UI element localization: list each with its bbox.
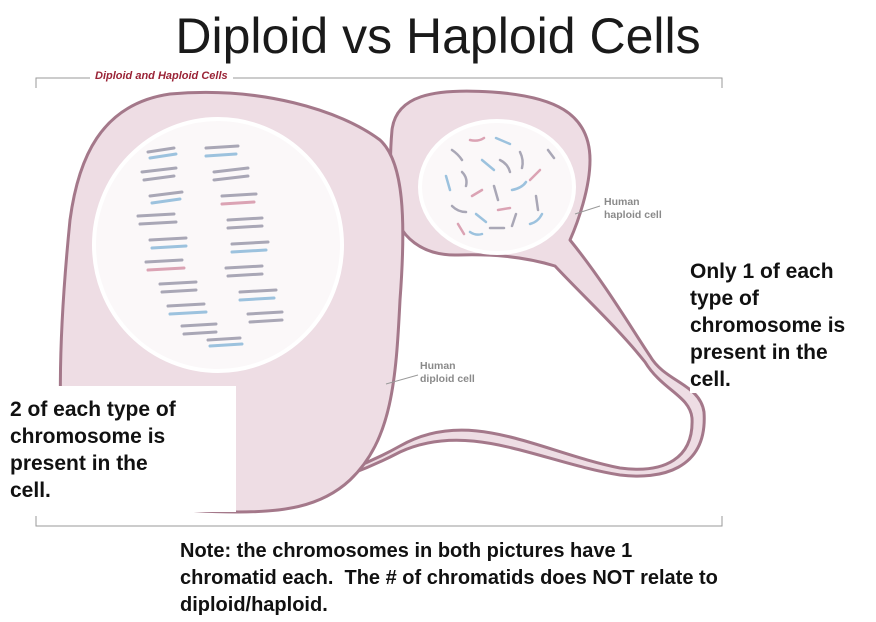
haploid-cell-label: Human haploid cell	[604, 196, 662, 222]
haploid-nucleus	[420, 121, 574, 253]
diploid-nucleus	[94, 119, 342, 371]
figure-frame-label: Diploid and Haploid Cells	[90, 70, 233, 82]
diploid-callout: 2 of each type of chromosome is present …	[0, 386, 236, 512]
diploid-cell-label: Human diploid cell	[420, 360, 475, 386]
footnote: Note: the chromosomes in both pictures h…	[180, 538, 870, 619]
haploid-callout: Only 1 of each type of chromosome is pre…	[690, 258, 870, 393]
